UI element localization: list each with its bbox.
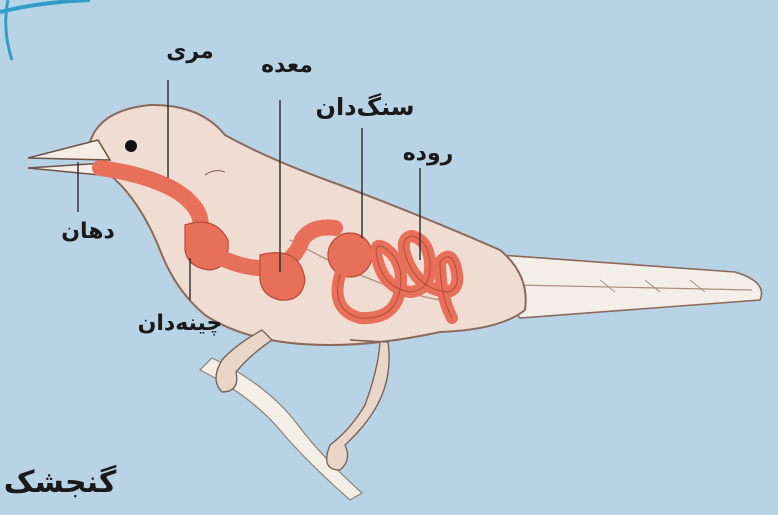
label-mouth: دهان (61, 219, 115, 244)
gizzard (328, 233, 372, 277)
label-intestine: روده (403, 141, 454, 166)
label-esophagus: مری (166, 39, 213, 64)
label-stomach: معده (261, 53, 313, 78)
diagram-title: گنجشک (4, 464, 117, 500)
eye (125, 140, 137, 152)
label-gizzard: سنگ‌دان (316, 93, 415, 121)
label-crop: چینه‌دان (138, 311, 223, 336)
